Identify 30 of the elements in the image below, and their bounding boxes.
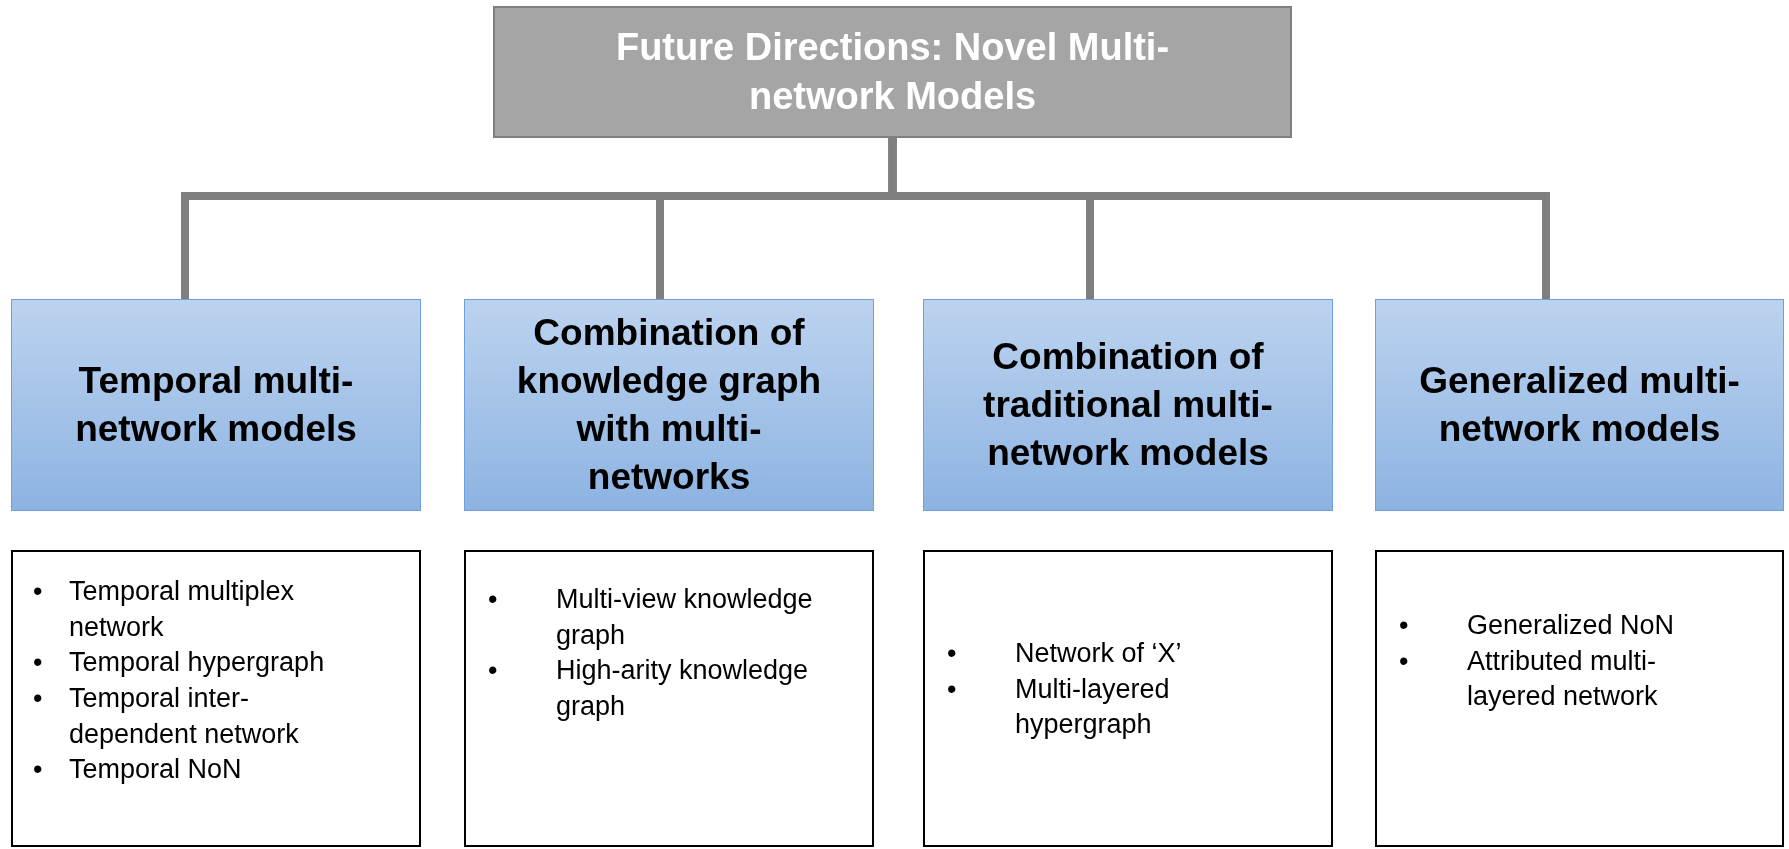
title-box: Future Directions: Novel Multi-network Models <box>493 6 1292 138</box>
bullet-marker: • <box>33 575 44 608</box>
bullet-marker: • <box>1399 609 1410 642</box>
bullet-marker: • <box>33 646 44 680</box>
bullet-list-box <box>923 550 1333 847</box>
connector-line <box>888 138 1550 299</box>
list-item-text: Multi-view knowledge graph <box>556 583 814 652</box>
list-item-text: Network of ‘X’ <box>1015 637 1182 670</box>
bullet-marker: • <box>1399 644 1410 678</box>
bullet-list-box <box>11 550 421 847</box>
bullet-marker: • <box>33 753 44 787</box>
list-item-text: Generalized NoN <box>1467 609 1675 642</box>
bullet-marker: • <box>33 681 44 715</box>
list-item-text: Temporal multiplex network <box>69 575 296 644</box>
category-box: Combination of traditional multi-network models <box>923 299 1333 511</box>
list-item-text: Temporal hypergraph <box>69 646 325 680</box>
list-item-text: High-arity knowledge graph <box>556 654 810 723</box>
list-item-text: Multi-layered hypergraph <box>1015 672 1171 742</box>
bullet-list-box <box>464 550 874 847</box>
category-box: Temporal multi-network models <box>11 299 421 511</box>
list-item-text: Attributed multi-layered network <box>1467 644 1659 714</box>
category-box: Combination of knowledge graph with multi-networks <box>464 299 874 511</box>
bullet-marker: • <box>488 583 499 616</box>
bullet-marker: • <box>488 654 499 688</box>
bullet-marker: • <box>947 637 958 670</box>
bullet-list-box <box>1375 550 1784 847</box>
list-item-text: Temporal NoN <box>69 753 242 787</box>
category-box: Generalized multi-network models <box>1375 299 1784 511</box>
bullet-marker: • <box>947 672 958 706</box>
list-item-text: Temporal inter-dependent network <box>69 681 300 751</box>
